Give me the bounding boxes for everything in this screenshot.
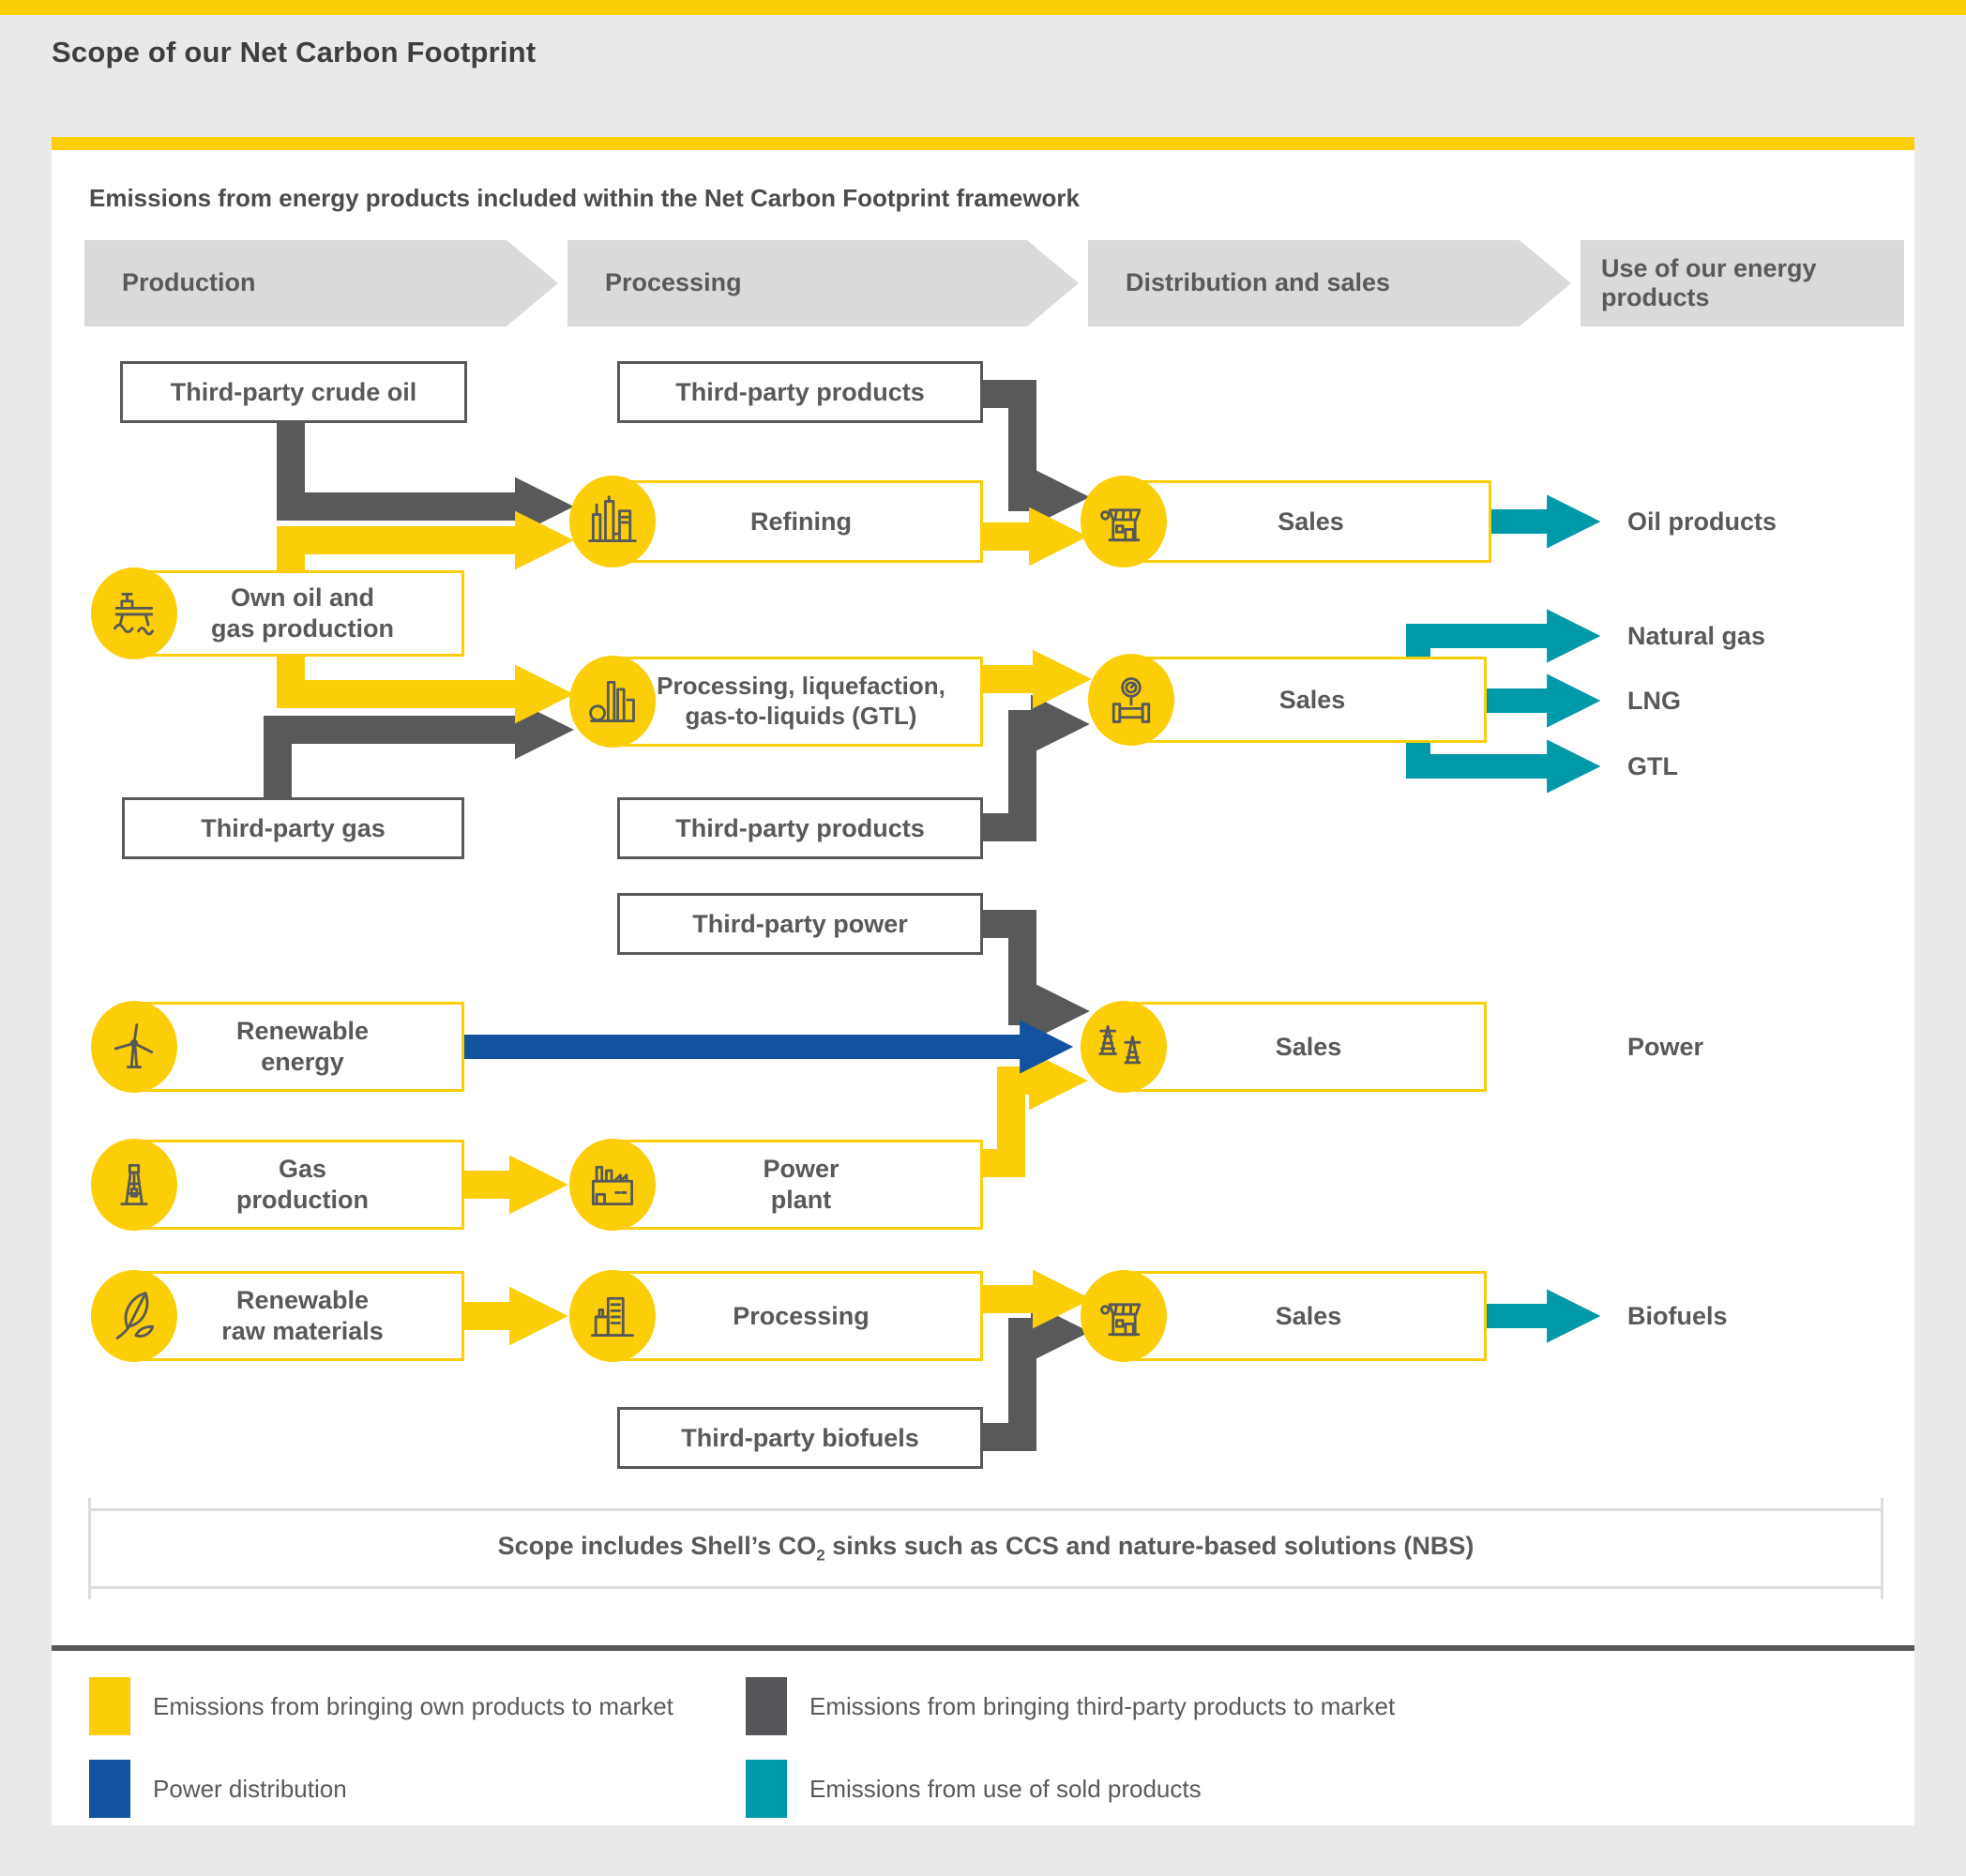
page-title: Scope of our Net Carbon Footprint bbox=[52, 36, 537, 68]
legend-swatch-blue bbox=[89, 1760, 130, 1818]
power-plant-icon bbox=[569, 1139, 656, 1231]
node-refining: Refining bbox=[569, 476, 983, 567]
node-label: Third-party power bbox=[692, 909, 908, 938]
node-third-party-products-gas: Third-party products bbox=[617, 797, 983, 859]
stage-processing: Processing bbox=[567, 240, 1079, 326]
legend-label: Emissions from use of sold products bbox=[809, 1774, 1202, 1803]
legend-divider bbox=[52, 1645, 1914, 1651]
node-processing-liquefaction-gtl: Processing, liquefaction, gas-to-liquids… bbox=[569, 656, 983, 748]
node-label: Processing, liquefaction, gas-to-liquids… bbox=[657, 672, 945, 730]
arrow-own-to-processing-gtl bbox=[277, 657, 574, 724]
output-power: Power bbox=[1627, 1033, 1704, 1061]
arrow-own-to-refining bbox=[277, 510, 574, 570]
node-label: Sales bbox=[1278, 685, 1346, 714]
node-label: Third-party products bbox=[675, 813, 925, 842]
node-label: Third-party gas bbox=[201, 813, 386, 842]
wind-turbine-icon bbox=[91, 1001, 177, 1093]
stage-production-label: Production bbox=[122, 268, 256, 297]
legend-label: Emissions from bringing own products to … bbox=[153, 1691, 673, 1720]
stage-distribution-and-sales: Distribution and sales bbox=[1088, 240, 1571, 326]
node-sales-oil: Sales bbox=[1081, 476, 1491, 567]
output-gtl: GTL bbox=[1627, 752, 1678, 780]
node-label: Third-party biofuels bbox=[681, 1423, 919, 1452]
output-oil-products: Oil products bbox=[1627, 507, 1777, 536]
node-power-plant: Power plant bbox=[569, 1139, 983, 1231]
output-lng: LNG bbox=[1627, 687, 1681, 715]
stage-processing-label: Processing bbox=[605, 268, 742, 297]
node-label: Sales bbox=[1278, 507, 1344, 536]
node-sales-gas: Sales bbox=[1088, 654, 1487, 746]
legend-label: Emissions from bringing third-party prod… bbox=[809, 1691, 1396, 1720]
node-third-party-crude-oil: Third-party crude oil bbox=[120, 361, 467, 423]
node-sales-biofuels: Sales bbox=[1081, 1270, 1487, 1362]
gas-plant-icon bbox=[569, 656, 656, 748]
diagram-panel bbox=[52, 150, 1914, 1825]
node-processing-biofuels: Processing bbox=[569, 1270, 983, 1362]
node-label: Power plant bbox=[763, 1155, 839, 1214]
transmission-towers-icon bbox=[1081, 1001, 1167, 1093]
scope-note-banner: Scope includes Shell’s CO2 sinks such as… bbox=[88, 1498, 1883, 1599]
stage-distribution-label: Distribution and sales bbox=[1126, 268, 1391, 297]
stage-use-label: Use of our energy products bbox=[1601, 253, 1817, 311]
drilling-derrick-icon bbox=[91, 1139, 177, 1231]
diagram-subtitle: Emissions from energy products included … bbox=[89, 184, 1080, 212]
node-label: Third-party crude oil bbox=[170, 377, 417, 406]
banner-right-cap bbox=[1881, 1498, 1883, 1599]
banner-left-cap bbox=[88, 1498, 91, 1599]
node-label: Sales bbox=[1275, 1032, 1342, 1061]
buildings-icon bbox=[569, 1270, 656, 1362]
arrow-tp-products-to-sales-oil bbox=[983, 380, 1090, 527]
node-own-oil-and-gas-production: Own oil and gas production bbox=[91, 567, 464, 659]
stage-use-of-energy-products: Use of our energy products bbox=[1580, 240, 1904, 326]
offshore-platform-icon bbox=[91, 567, 177, 659]
output-natural-gas: Natural gas bbox=[1627, 622, 1766, 650]
node-third-party-power: Third-party power bbox=[617, 893, 983, 955]
scope-note-text: Scope includes Shell’s CO2 sinks such as… bbox=[497, 1532, 1474, 1565]
arrow-tp-crude-to-refining bbox=[277, 423, 574, 537]
legend-swatch-teal bbox=[746, 1760, 787, 1818]
legend-swatch-yellow bbox=[89, 1677, 130, 1735]
legend-power-distribution: Power distribution bbox=[89, 1760, 347, 1818]
node-label: Own oil and gas production bbox=[211, 583, 394, 643]
storefront-icon bbox=[1081, 476, 1167, 567]
node-renewable-energy: Renewable energy bbox=[91, 1001, 464, 1093]
pipeline-gauge-icon bbox=[1088, 654, 1174, 746]
node-label: Refining bbox=[750, 507, 852, 536]
node-gas-production: Gas production bbox=[91, 1139, 464, 1231]
arrow-tp-products-to-sales-gas bbox=[983, 694, 1090, 841]
legend-label: Power distribution bbox=[153, 1774, 347, 1803]
arrow-tp-biofuels-to-sales-bio bbox=[983, 1302, 1090, 1451]
stage-production: Production bbox=[84, 240, 558, 326]
node-label: Sales bbox=[1275, 1301, 1342, 1330]
title-divider-bar bbox=[52, 137, 1914, 150]
node-renewable-raw-materials: Renewable raw materials bbox=[91, 1270, 464, 1362]
refinery-icon bbox=[569, 476, 656, 567]
legend-use-of-sold-products: Emissions from use of sold products bbox=[746, 1760, 1202, 1818]
legend-swatch-dark-gray bbox=[746, 1677, 787, 1735]
top-accent-bar bbox=[0, 0, 1966, 15]
node-label: Third-party products bbox=[675, 377, 925, 406]
output-biofuels: Biofuels bbox=[1627, 1302, 1728, 1330]
node-label: Gas production bbox=[236, 1155, 369, 1214]
node-third-party-biofuels: Third-party biofuels bbox=[617, 1407, 983, 1469]
node-third-party-gas: Third-party gas bbox=[122, 797, 464, 859]
arrow-power-plant-to-sales-power bbox=[983, 1051, 1088, 1177]
node-label: Processing bbox=[733, 1301, 870, 1330]
node-label: Renewable energy bbox=[235, 1017, 370, 1076]
storefront-icon bbox=[1081, 1270, 1167, 1362]
node-sales-power: Sales bbox=[1081, 1001, 1487, 1093]
legend-third-party-products: Emissions from bringing third-party prod… bbox=[746, 1677, 1395, 1735]
node-third-party-products-oil: Third-party products bbox=[617, 361, 983, 423]
leaf-icon bbox=[91, 1270, 177, 1362]
arrow-tp-gas-to-processing-gtl bbox=[264, 700, 574, 797]
legend-own-products: Emissions from bringing own products to … bbox=[89, 1677, 673, 1735]
node-label: Renewable raw materials bbox=[221, 1286, 384, 1345]
arrow-tp-power-to-sales-power bbox=[983, 910, 1090, 1041]
